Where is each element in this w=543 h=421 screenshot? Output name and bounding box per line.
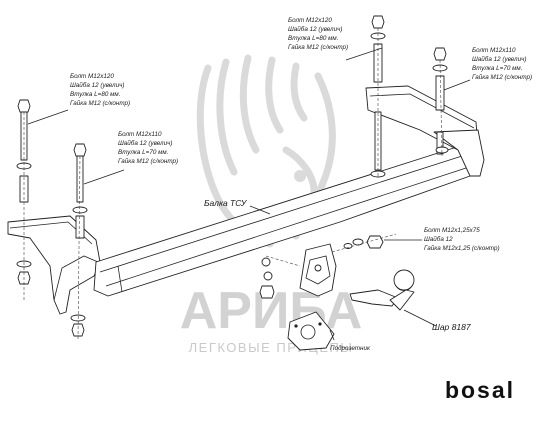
callout-left-upper-line-4: Гайка M12 (с/контр) [70,99,130,107]
callout-ball-bolt-line-1: Болт M12x1,25x75 [424,227,480,234]
mount-small-fasteners [259,255,301,299]
socket-plate-label: Подрозетник [330,344,371,352]
callout-top-center-line-4: Гайка M12 (с/контр) [288,43,348,51]
callout-left-lower-line-3: Втулка L=70 мм. [118,149,168,156]
ball-label: Шар 8187 [432,322,471,332]
socket-plate [287,311,335,351]
callout-top-center: Болт M12x120 Шайба 12 (увелич) Втулка L=… [288,17,348,51]
callout-left-lower-line-2: Шайба 12 (увелич) [118,139,172,147]
callout-top-center-line-1: Болт M12x120 [288,17,332,24]
ball-bolt-stack [331,233,397,253]
leader-lines [27,47,471,341]
callout-top-center-line-3: Втулка L=80 мм. [288,35,338,42]
callout-top-right-line-1: Болт M12x110 [472,47,516,54]
top-center-fastener-stack [370,15,386,178]
ball-mount-bracket [299,243,337,297]
left-lower-fastener-stack [70,143,88,341]
tow-ball [349,269,415,311]
callout-top-right: Болт M12x110 Шайба 12 (увелич) Втулка L=… [472,47,532,81]
callout-left-upper-line-1: Болт M12x120 [70,73,114,80]
top-right-fastener-stack [432,47,449,157]
callout-left-upper: Болт M12x120 Шайба 12 (увелич) Втулка L=… [70,73,130,107]
callout-left-lower-line-1: Болт M12x110 [118,131,162,138]
callout-left-upper-line-3: Втулка L=80 мм. [70,91,120,98]
bosal-logo: bosal [445,377,515,403]
left-mount-bracket [7,215,101,315]
callout-left-upper-line-2: Шайба 12 (увелич) [70,81,124,89]
callout-left-lower: Болт M12x110 Шайба 12 (увелич) Втулка L=… [118,131,178,165]
callout-top-right-line-2: Шайба 12 (увелич) [472,55,526,63]
callout-top-right-line-4: Гайка M12 (с/контр) [472,73,532,81]
callout-ball-bolt-line-2: Шайба 12 [424,235,453,243]
callout-left-lower-line-4: Гайка M12 (с/контр) [118,157,178,165]
callout-ball-bolt-line-3: Гайка M12x1,25 (с/контр) [424,244,500,252]
left-upper-fastener-stack [16,99,32,300]
callout-top-right-line-3: Втулка L=70 мм. [472,65,522,72]
callout-ball-bolt: Болт M12x1,25x75 Шайба 12 Гайка M12x1,25… [424,227,500,252]
towbar-beam [93,143,479,297]
beam-label: Балка ТСУ [204,198,248,208]
callout-top-center-line-2: Шайба 12 (увелич) [288,25,342,33]
